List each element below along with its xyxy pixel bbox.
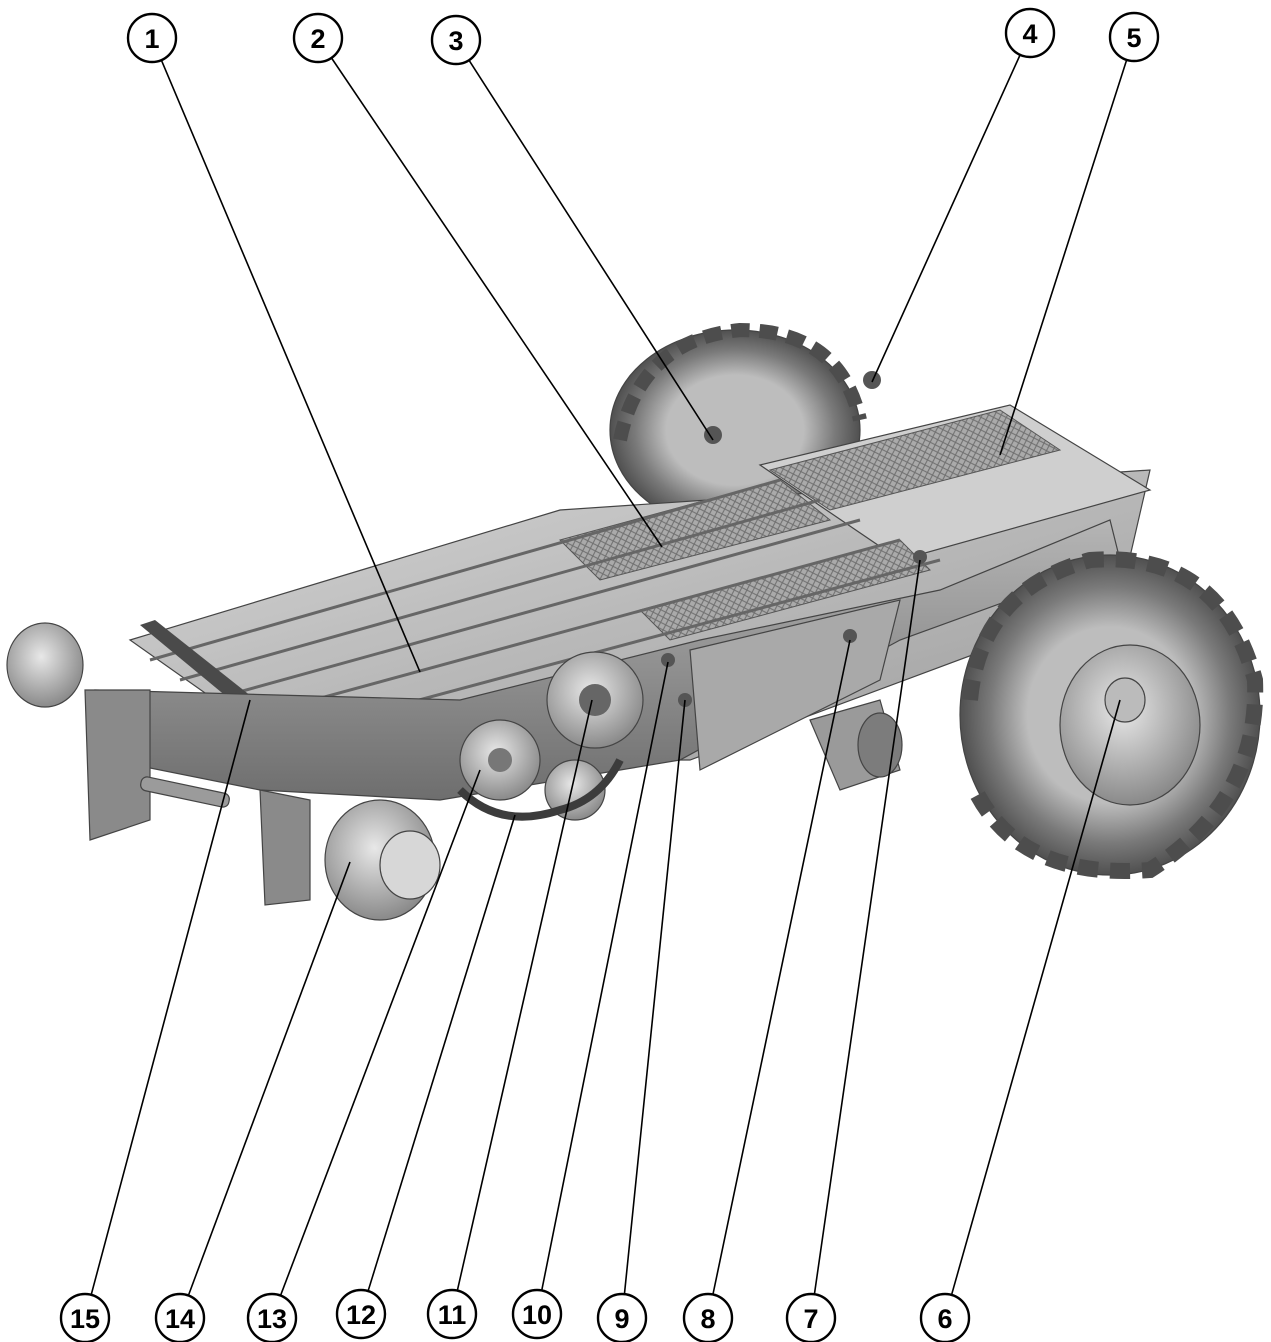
leader-line-8 [712,639,851,1295]
callout-circle [1004,7,1056,59]
callout-9: 9 [596,1292,648,1342]
callout-circle [126,12,178,64]
callout-2: 2 [292,12,344,64]
callout-circle [335,1288,387,1340]
callout-circle [426,1288,478,1340]
leader-line-15 [90,699,251,1296]
callout-number: 5 [1126,23,1141,53]
callout-3: 3 [430,14,482,66]
callout-circle [785,1292,837,1342]
callout-8: 8 [682,1292,734,1342]
leader-line-13 [279,769,481,1296]
fittings [661,371,927,707]
leader-line-6 [950,699,1121,1296]
callout-circle [154,1292,206,1342]
callout-circle [1108,11,1160,63]
callout-number: 10 [522,1300,552,1330]
callout-number: 7 [803,1304,818,1334]
leader-line-4 [871,54,1021,383]
callout-number: 6 [937,1304,952,1334]
callout-circle [919,1292,971,1342]
callout-number: 3 [448,26,463,56]
callout-15: 15 [59,1292,111,1342]
leader-line-12 [367,814,516,1292]
callout-11: 11 [426,1288,478,1340]
callout-circle [430,14,482,66]
callout-7: 7 [785,1292,837,1342]
callout-14: 14 [154,1292,206,1342]
callout-number: 9 [614,1304,629,1334]
axle-hubs [6,622,441,921]
leader-lines [90,54,1128,1296]
callout-number: 11 [438,1300,467,1330]
drive-pulleys [457,651,644,821]
harvester-machine [6,322,1264,921]
leader-line-10 [540,661,669,1291]
callout-circle [682,1292,734,1342]
callout-circle [511,1288,563,1340]
callout-13: 13 [246,1292,298,1342]
callout-circle [246,1292,298,1342]
leader-line-1 [160,59,421,673]
main-deck [128,404,1152,761]
callout-number: 15 [70,1304,100,1334]
leader-line-11 [456,699,593,1291]
front-wheel [959,551,1264,879]
callout-10: 10 [511,1288,563,1340]
callout-number: 12 [346,1300,376,1330]
callout-number: 1 [144,24,159,54]
callout-12: 12 [335,1288,387,1340]
callout-number: 2 [310,24,325,54]
callout-number: 14 [165,1304,195,1334]
leader-line-3 [468,59,714,441]
leader-line-2 [330,57,663,548]
callout-number: 8 [700,1304,715,1334]
callout-circle [596,1292,648,1342]
leader-line-5 [999,59,1128,456]
leader-line-9 [623,699,686,1295]
side-frame [84,519,1121,906]
leader-line-14 [187,861,351,1296]
callout-number: 13 [257,1304,287,1334]
leader-line-7 [813,559,921,1295]
callout-number: 4 [1022,19,1037,49]
callout-circle [59,1292,111,1342]
callout-5: 5 [1108,11,1160,63]
callout-4: 4 [1004,7,1056,59]
callout-6: 6 [919,1292,971,1342]
callout-1: 1 [126,12,178,64]
callout-circle [292,12,344,64]
